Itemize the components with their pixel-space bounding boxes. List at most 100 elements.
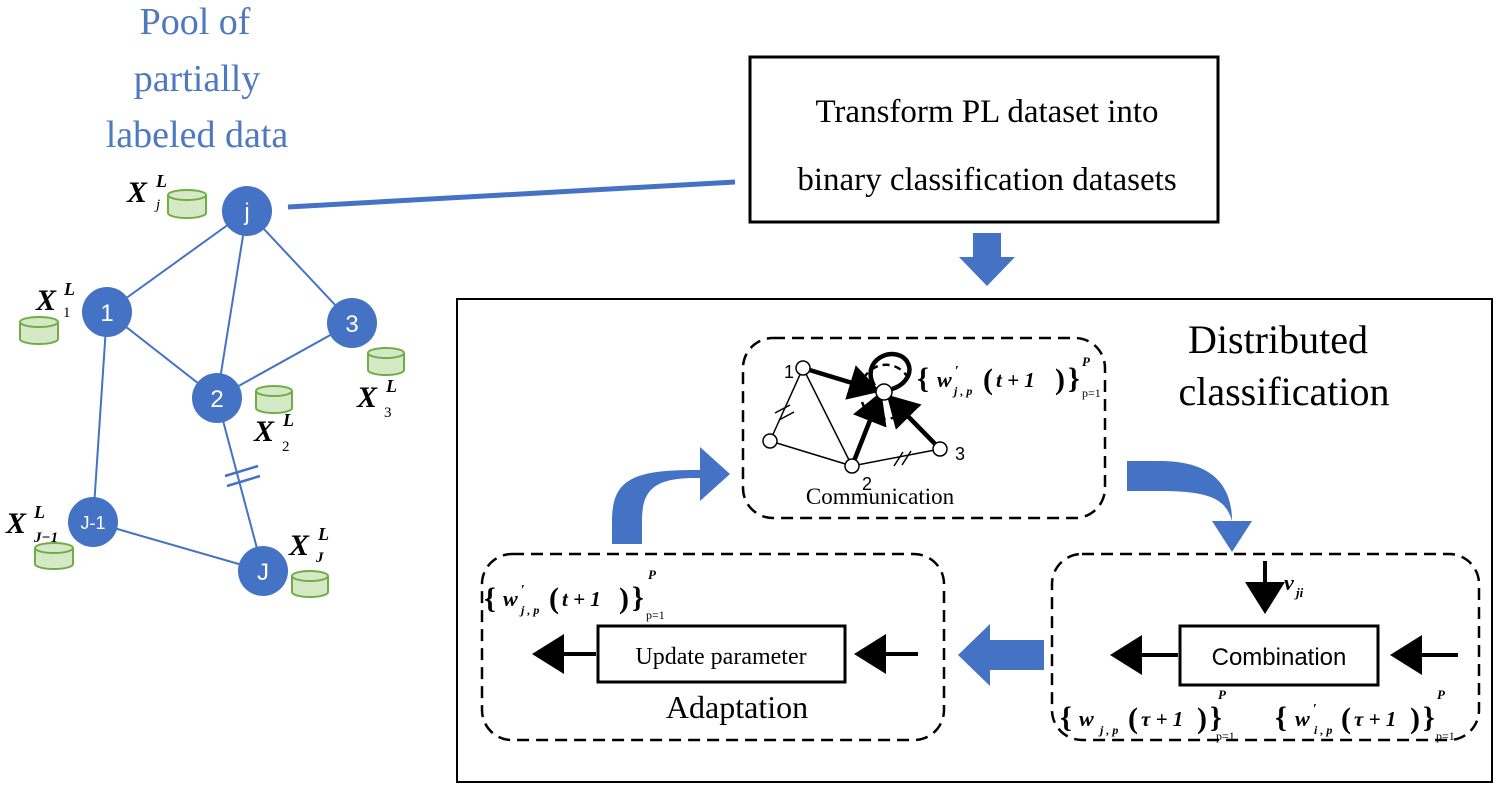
- comm-node-j-label: j: [893, 402, 900, 421]
- transform-box-line-1: Transform PL dataset into: [815, 94, 1158, 130]
- svg-text:): ): [1055, 363, 1065, 396]
- svg-text:j , p: j , p: [952, 384, 972, 398]
- dataset-label-J-minus-1: X L J−1: [5, 502, 58, 546]
- comm-node-2-label: 2: [862, 474, 872, 494]
- dataset-label-2: X L 2: [253, 410, 294, 455]
- svg-text:j: j: [154, 197, 160, 213]
- svg-text:p=1: p=1: [1436, 729, 1455, 743]
- svg-text:2: 2: [282, 439, 290, 455]
- transform-box-line-2: binary classification datasets: [797, 162, 1176, 198]
- combination-label: Combination: [1212, 644, 1347, 671]
- svg-text:′: ′: [1313, 702, 1317, 717]
- svg-text:P: P: [1218, 687, 1227, 702]
- down-arrow-icon: [959, 233, 1015, 286]
- database-icon: [34, 542, 74, 570]
- svg-text:L: L: [282, 410, 294, 430]
- node-J[interactable]: J: [238, 546, 288, 596]
- svg-text:X: X: [35, 284, 57, 317]
- svg-text:{: {: [1275, 701, 1287, 734]
- broken-link-marker: [224, 464, 261, 488]
- svg-text:X: X: [5, 507, 27, 540]
- svg-text:j , p: j , p: [1098, 723, 1118, 737]
- transform-box: Transform PL dataset into binary classif…: [748, 55, 1220, 224]
- svg-text:p=1: p=1: [1082, 386, 1101, 400]
- svg-text:P: P: [1082, 354, 1091, 369]
- update-parameter-box: [596, 624, 847, 684]
- svg-text:w: w: [937, 367, 952, 392]
- pool-title-line-1: Pool of: [140, 1, 251, 43]
- svg-text:P: P: [648, 567, 657, 582]
- svg-text:J−1: J−1: [33, 530, 58, 546]
- svg-text:t + 1: t + 1: [996, 368, 1035, 392]
- svg-text:1: 1: [63, 305, 71, 321]
- edge-j-2: [216, 210, 248, 399]
- svg-text:}: }: [632, 581, 644, 614]
- svg-text:): ): [1197, 702, 1207, 735]
- combination-left-set: { w j , p ( τ + 1 ) } P p=1: [1060, 687, 1235, 743]
- dataset-label-j: X L j: [126, 171, 167, 213]
- dataset-label-3: X L 3: [356, 376, 397, 421]
- svg-text:(: (: [1128, 702, 1138, 735]
- communication-box: [741, 336, 1107, 520]
- node-j[interactable]: j: [222, 186, 272, 236]
- svg-text:w: w: [1079, 706, 1094, 731]
- svg-text:t + 1: t + 1: [562, 587, 601, 611]
- dataset-icons: [19, 189, 405, 598]
- svg-text:{: {: [917, 362, 929, 395]
- svg-text:L: L: [63, 279, 75, 299]
- node-2[interactable]: 2: [192, 373, 242, 423]
- svg-text:L: L: [317, 524, 329, 544]
- edge-jm1-J: [92, 521, 264, 572]
- arrow-to-communication-icon: [612, 447, 730, 544]
- svg-text:i , p: i , p: [1314, 723, 1332, 737]
- svg-text:L: L: [385, 376, 397, 396]
- svg-text:τ + 1: τ + 1: [1141, 707, 1183, 731]
- arrow-to-combination-icon: [1127, 461, 1252, 552]
- combination-v: v: [1284, 570, 1294, 595]
- svg-text:′: ′: [521, 583, 525, 598]
- node-j-minus-1[interactable]: J-1: [68, 497, 118, 547]
- communication-label: Communication: [806, 484, 955, 509]
- combination-box: [1178, 624, 1380, 687]
- svg-text:(: (: [983, 363, 993, 396]
- node-3[interactable]: 3: [327, 298, 377, 348]
- update-parameter-label: Update parameter: [635, 644, 806, 670]
- arrow-to-adaptation-icon: [958, 624, 1044, 686]
- svg-text:′: ′: [955, 364, 959, 379]
- database-icon: [19, 316, 59, 345]
- svg-text:X: X: [253, 415, 275, 448]
- svg-text:}: }: [1423, 701, 1435, 734]
- combination-right-set: { w ′ i , p ( τ + 1 ) } P p=1: [1275, 687, 1455, 743]
- node-j-minus-1-label: J-1: [80, 513, 105, 533]
- svg-text:(: (: [1341, 702, 1351, 735]
- combination-v-sub: ji: [1294, 585, 1304, 600]
- pool-title-line-3: labeled data: [106, 114, 289, 156]
- connector-line: [287, 179, 736, 210]
- edge-j-3: [246, 210, 353, 324]
- dataset-label-1: X L 1: [35, 279, 75, 321]
- database-icon: [367, 347, 405, 376]
- node-1[interactable]: 1: [82, 287, 132, 337]
- comm-node-3-label: 3: [955, 444, 965, 464]
- svg-text:X: X: [288, 529, 310, 562]
- node-j-label: j: [243, 199, 249, 226]
- edge-j-1: [106, 210, 248, 313]
- svg-text:p=1: p=1: [646, 608, 665, 622]
- dataset-labels: X L j X L 1 X L 2 X L 3 X L J−1 X L J: [5, 171, 397, 566]
- svg-text:w: w: [503, 586, 518, 611]
- adaptation-weight-set: { w ′ j , p ( t + 1 ) } P p=1: [484, 567, 665, 622]
- node-1-label: 1: [100, 300, 113, 327]
- pool-title-line-2: partially: [134, 58, 261, 100]
- adaptation-label: Adaptation: [666, 689, 808, 725]
- network-nodes: j 1 2 3 J-1 J: [68, 186, 377, 596]
- communication-graph: [762, 351, 948, 474]
- distributed-title-line-1: Distributed: [1188, 317, 1368, 362]
- pool-title: Pool of partially labeled data: [106, 1, 289, 156]
- distributed-panel: [456, 298, 1493, 783]
- svg-text:X: X: [126, 176, 148, 209]
- edge-2-J: [216, 397, 264, 572]
- edge-1-jm1: [92, 311, 108, 523]
- comm-node-1-label: 1: [784, 362, 794, 382]
- combination-region: [1050, 552, 1481, 742]
